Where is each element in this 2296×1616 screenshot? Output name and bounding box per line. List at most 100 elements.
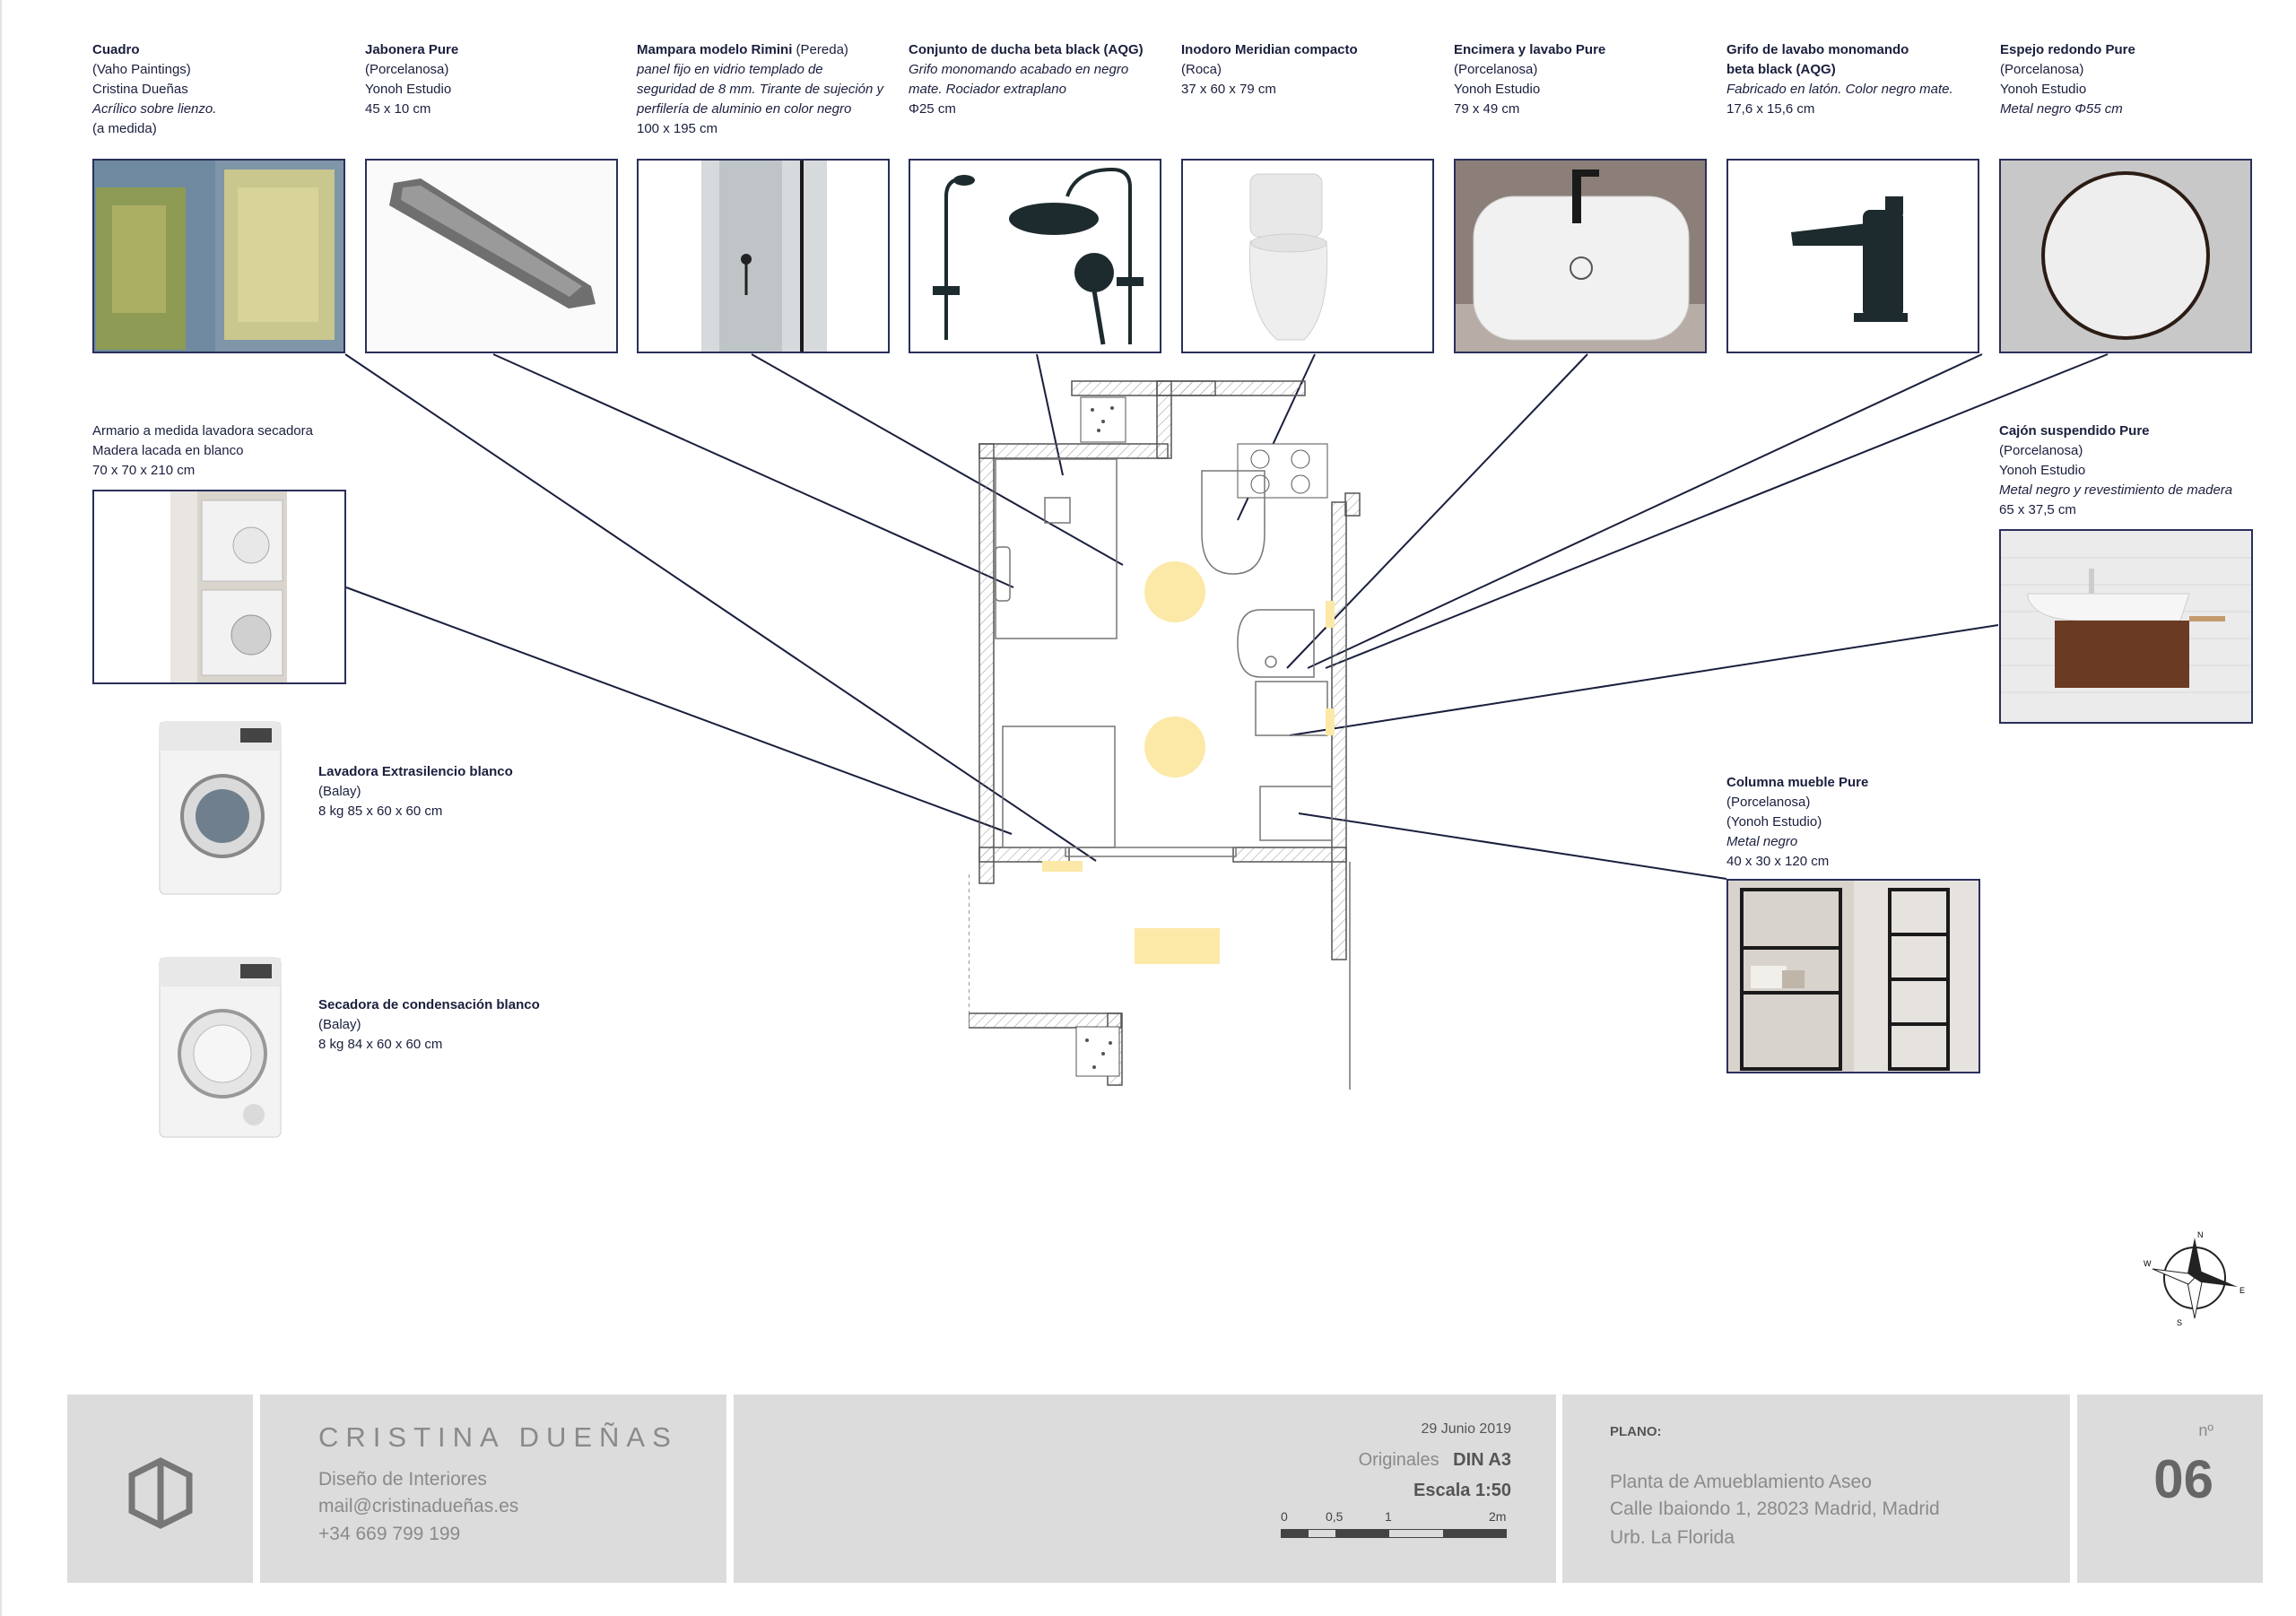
caption-espejo: Espejo redondo Pure (Porcelanosa) Yonoh … — [2000, 40, 2135, 119]
caption-designer: Yonoh Estudio — [1454, 82, 1541, 97]
column-bottom — [1075, 1026, 1120, 1077]
plan-label: PLANO: — [1610, 1424, 1662, 1439]
logo-hexagon-icon — [128, 1457, 193, 1529]
titleblock-designer-cell: CRISTINA DUEÑAS Diseño de Interiores mai… — [260, 1394, 726, 1583]
laundry-cabinet — [1002, 725, 1116, 848]
compass-s: S — [2177, 1318, 2182, 1327]
leader-cajon — [1289, 624, 1999, 736]
light-3 — [1135, 928, 1220, 964]
wall-bottom-right — [1232, 847, 1347, 863]
scale-tick: 0 — [1281, 1509, 1288, 1524]
scale-bar: 0 0,5 1 2m — [1281, 1509, 1514, 1538]
caption-title: Jabonera Pure — [365, 42, 459, 57]
caption-size: 8 kg 85 x 60 x 60 cm — [318, 804, 443, 819]
drawer-unit — [1255, 681, 1328, 736]
caption-material: Metal negro y revestimiento de madera — [1999, 482, 2233, 498]
sheet-number-label: nº — [2198, 1421, 2213, 1439]
image-armario — [92, 490, 346, 684]
caption-material: Acrílico sobre lienzo. — [92, 101, 217, 117]
faucet-illustration — [1728, 161, 1978, 352]
floor-plan — [969, 380, 1361, 1090]
compass-w: W — [2144, 1259, 2152, 1268]
light-4 — [1042, 861, 1083, 872]
caption-title: Inodoro Meridian compacto — [1181, 42, 1358, 57]
leader-mampara — [751, 353, 1124, 566]
designer-email[interactable]: mail@cristinadueñas.es — [318, 1496, 519, 1516]
caption-title: Lavadora Extrasilencio blanco — [318, 764, 513, 779]
wall-right-top — [1344, 492, 1361, 517]
caption-mampara: Mampara modelo Rimini (Pereda) panel fij… — [637, 40, 883, 139]
caption-grifo: Grifo de lavabo monomando beta black (AQ… — [1726, 40, 1953, 119]
leader-columna — [1298, 812, 1727, 880]
image-espejo — [1999, 159, 2252, 353]
caption-designer: (Yonoh Estudio) — [1726, 814, 1822, 830]
titleblock-meta-cell: 29 Junio 2019 Originales DIN A3 Escala 1… — [734, 1394, 1556, 1583]
caption-desc: Fabricado en latón. Color negro mate. — [1726, 82, 1953, 97]
caption-title: Mampara modelo Rimini — [637, 42, 793, 57]
caption-title: Secadora de condensación blanco — [318, 997, 540, 1012]
mirror-illustration — [2001, 161, 2250, 352]
caption-size: 100 x 195 cm — [637, 121, 718, 136]
leader-armario — [345, 586, 1013, 835]
caption-secadora: Secadora de condensación blanco (Balay) … — [318, 995, 540, 1055]
caption-title: Grifo de lavabo monomando — [1726, 42, 1909, 57]
shelf-column-illustration — [1728, 881, 1979, 1072]
washbasin — [1237, 609, 1315, 678]
washing-machine-illustration — [159, 721, 282, 895]
caption-title: Armario a medida lavadora secadora — [92, 423, 313, 439]
caption-jabonera: Jabonera Pure (Porcelanosa) Yonoh Estudi… — [365, 40, 458, 119]
light-5 — [1326, 601, 1335, 628]
wall-bottom-left — [978, 847, 1070, 863]
soap-niche — [995, 546, 1011, 602]
shower-set-illustration — [910, 161, 1160, 352]
wall-left — [978, 443, 995, 884]
shower-drain — [1044, 497, 1071, 524]
caption-title: Espejo redondo Pure — [2000, 42, 2135, 57]
scale-tick: 2m — [1489, 1509, 1507, 1524]
titleblock-number-cell: nº 06 — [2077, 1394, 2263, 1583]
sheet-number: 06 — [2153, 1449, 2213, 1509]
caption-title: Columna mueble Pure — [1726, 775, 1869, 790]
caption-size: (a medida) — [92, 121, 157, 136]
caption-brand: (Balay) — [318, 1017, 361, 1032]
image-cajon — [1999, 529, 2253, 724]
caption-designer: Yonoh Estudio — [365, 82, 452, 97]
titleblock-plan-cell: PLANO: Planta de Amueblamiento Aseo Call… — [1562, 1394, 2070, 1583]
caption-title: Encimera y lavabo Pure — [1454, 42, 1606, 57]
image-secadora — [155, 953, 285, 1142]
scale-tick: 0,5 — [1326, 1509, 1344, 1524]
caption-designer: Yonoh Estudio — [2000, 82, 2087, 97]
caption-material: Metal negro — [1726, 834, 1798, 849]
light-2 — [1144, 717, 1205, 778]
image-mampara — [637, 159, 890, 353]
washbasin-illustration — [1456, 161, 1705, 352]
caption-brand: (Porcelanosa) — [1726, 795, 1811, 810]
titleblock-logo-cell — [67, 1394, 253, 1583]
wall-top-cap-right — [1156, 380, 1306, 396]
originals-row: Originales DIN A3 — [1359, 1450, 1511, 1471]
caption-size: 65 x 37,5 cm — [1999, 502, 2076, 517]
originals-label: Originales — [1358, 1450, 1439, 1470]
caption-brand: (Roca) — [1181, 62, 1222, 77]
caption-size: Φ25 cm — [909, 101, 956, 117]
image-columna — [1726, 879, 1980, 1073]
light-1 — [1144, 561, 1205, 622]
caption-brand: (Vaho Paintings) — [92, 62, 191, 77]
caption-cuadro: Cuadro (Vaho Paintings) Cristina Dueñas … — [92, 40, 216, 139]
drawer-illustration — [2001, 531, 2251, 722]
image-grifo — [1726, 159, 1979, 353]
caption-cajon: Cajón suspendido Pure (Porcelanosa) Yono… — [1999, 421, 2232, 520]
caption-columna: Columna mueble Pure (Porcelanosa) (Yonoh… — [1726, 773, 1868, 872]
light-fixtures — [1042, 561, 1335, 964]
shower-area — [995, 458, 1118, 639]
designer-name: CRISTINA DUEÑAS — [318, 1421, 678, 1453]
image-inodoro — [1181, 159, 1434, 353]
caption-size: 70 x 70 x 210 cm — [92, 463, 196, 478]
designer-phone[interactable]: +34 669 799 199 — [318, 1524, 461, 1544]
plan-title: Planta de Amueblamiento Aseo — [1610, 1472, 1872, 1492]
dryer-illustration — [159, 957, 282, 1138]
plan-scale: Escala 1:50 — [1413, 1481, 1511, 1500]
image-cuadro — [92, 159, 345, 353]
image-encimera — [1454, 159, 1707, 353]
caption-designer: Cristina Dueñas — [92, 82, 188, 97]
